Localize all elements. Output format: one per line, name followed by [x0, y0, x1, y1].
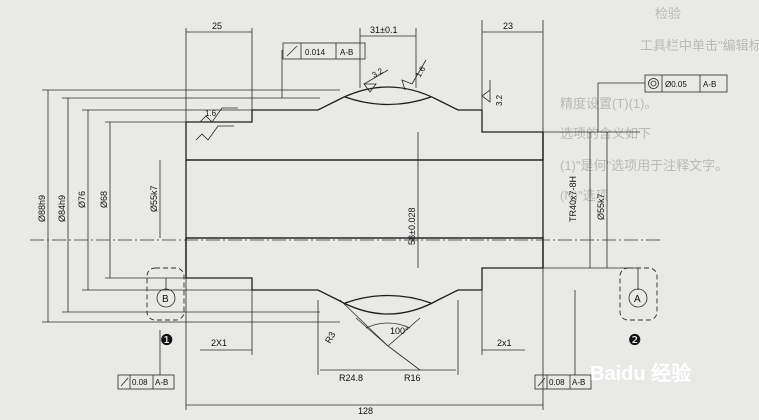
- tolerance-frame-bottom-right: 0.08 A-B: [534, 290, 592, 390]
- upper-section-hatched: [185, 86, 544, 161]
- svg-text:(N)"选项: (N)"选项: [560, 188, 609, 203]
- diameter-dimension-lines: [47, 90, 608, 322]
- bore-dia-right-label: Ø55k7: [596, 193, 606, 220]
- tolerance-frame-bottom-left: 0.08 A-B: [117, 330, 175, 390]
- svg-text:A: A: [634, 294, 641, 305]
- svg-text:3.2: 3.2: [371, 66, 386, 80]
- tolerance-frame-top-right: Ø0.05 A-B: [597, 74, 728, 132]
- bore-dia-label: Ø55k7: [149, 185, 159, 212]
- top-length-dimensions: [185, 20, 544, 132]
- roughness-symbol-groove-b: 1.6: [401, 59, 428, 91]
- right-undercut-label: 2x1: [497, 338, 512, 348]
- svg-text:3.2: 3.2: [495, 94, 504, 106]
- svg-text:工具栏中单击"编辑标注"按钮打开对话框内容和放置位置。: 工具栏中单击"编辑标注"按钮打开对话框内容和放置位置。: [640, 38, 759, 53]
- svg-text:检验: 检验: [655, 6, 681, 21]
- svg-text:精度设置(T)(1)。: 精度设置(T)(1)。: [560, 96, 658, 111]
- svg-text:选项的含义如下: 选项的含义如下: [560, 126, 651, 141]
- lower-section-hatched: [185, 237, 544, 315]
- dia-68-label: Ø68: [99, 191, 109, 208]
- groove-arc-bottom: [344, 294, 432, 304]
- datum-a-marker: A: [619, 267, 658, 321]
- left-undercut-label: 2X1: [211, 338, 227, 348]
- pitch-dia-label: 58±0.028: [407, 208, 417, 245]
- left-step-length: 25: [212, 21, 222, 31]
- svg-text:Ø0.05: Ø0.05: [665, 80, 687, 89]
- svg-text:A-B: A-B: [703, 80, 716, 89]
- svg-text:B: B: [162, 294, 169, 305]
- bottom-dimensions: [185, 268, 544, 410]
- dia-84-label: Ø84h9: [57, 195, 67, 222]
- svg-text:0.08: 0.08: [549, 378, 565, 387]
- svg-text:0.014: 0.014: [305, 48, 326, 57]
- diameter-extension-lines: [42, 89, 640, 323]
- total-length-label: 128: [358, 406, 373, 416]
- r24-label: R24.8: [339, 373, 363, 383]
- datum-b-marker: B: [146, 267, 185, 321]
- roughness-symbol-bottom-left: [195, 125, 234, 141]
- svg-text:A-B: A-B: [155, 378, 168, 387]
- svg-text:A-B: A-B: [340, 48, 353, 57]
- dia-76-label: Ø76: [77, 191, 87, 208]
- groove-arc-top: [344, 96, 432, 106]
- roughness-symbol-top-left: 1.6: [199, 107, 238, 123]
- svg-text:(1)"是何"选项用于注释文字。: (1)"是何"选项用于注释文字。: [560, 158, 728, 173]
- tolerance-frame-top-center: 0.014 A-B: [281, 42, 366, 98]
- angle-label: 100°: [390, 326, 409, 336]
- dia-88-label: Ø88h9: [37, 195, 47, 222]
- marker-1: ❶: [160, 332, 173, 349]
- r16-label: R16: [404, 373, 421, 383]
- svg-text:1.6: 1.6: [205, 109, 217, 118]
- watermark: Baidu 经验: [590, 361, 691, 385]
- marker-2: ❷: [628, 332, 641, 349]
- r3-label: R3: [323, 330, 337, 345]
- svg-text:A-B: A-B: [572, 378, 585, 387]
- right-step-length: 23: [503, 21, 513, 31]
- roughness-symbol-top-right: 3.2: [481, 80, 504, 106]
- print-through-text: 检验 工具栏中单击"编辑标注"按钮打开对话框内容和放置位置。 精度设置(T)(1…: [560, 6, 759, 203]
- thread-label: TR40x7-8H: [568, 176, 578, 222]
- svg-text:0.08: 0.08: [132, 378, 148, 387]
- groove-width: 31±0.1: [370, 25, 397, 35]
